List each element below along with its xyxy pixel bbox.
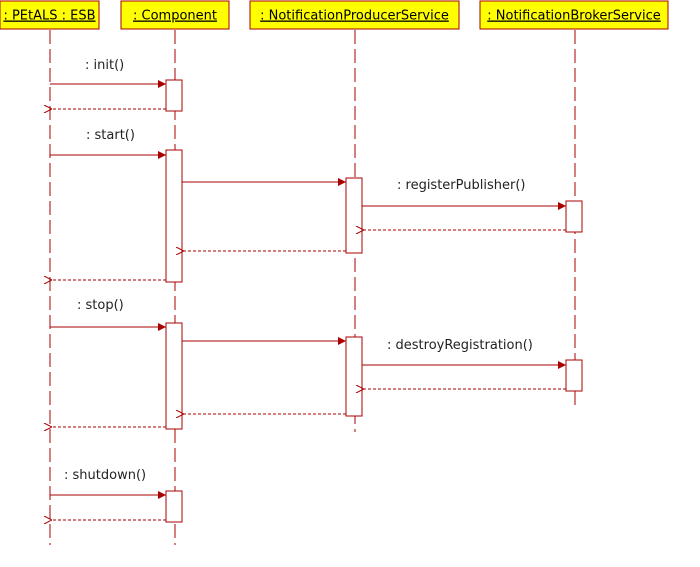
participant-esb-label: : PEtALS : ESB bbox=[3, 9, 95, 24]
activation-component-start bbox=[165, 149, 183, 283]
participant-component[interactable]: : Component bbox=[120, 0, 230, 30]
participant-component-label: : Component bbox=[133, 9, 217, 24]
message-start-label: : start() bbox=[86, 128, 135, 143]
participant-producer[interactable]: : NotificationProducerService bbox=[249, 0, 460, 30]
activation-component-init bbox=[165, 79, 183, 112]
participant-producer-label: : NotificationProducerService bbox=[260, 9, 449, 24]
activation-component-stop bbox=[165, 322, 183, 430]
activation-broker-destroy bbox=[565, 359, 583, 392]
message-destroy-label: : destroyRegistration() bbox=[387, 338, 533, 353]
participant-esb[interactable]: : PEtALS : ESB bbox=[0, 0, 100, 30]
participant-broker-label: : NotificationBrokerService bbox=[487, 9, 661, 24]
message-register-label: : registerPublisher() bbox=[397, 178, 525, 193]
message-stop-label: : stop() bbox=[77, 298, 124, 313]
activation-producer-stop bbox=[345, 336, 363, 417]
participant-broker[interactable]: : NotificationBrokerService bbox=[479, 0, 669, 30]
activation-producer-start bbox=[345, 177, 363, 254]
message-shutdown-label: : shutdown() bbox=[64, 468, 146, 483]
activation-broker-register bbox=[565, 200, 583, 233]
message-init-label: : init() bbox=[85, 58, 124, 73]
activation-component-shutdown bbox=[165, 490, 183, 523]
